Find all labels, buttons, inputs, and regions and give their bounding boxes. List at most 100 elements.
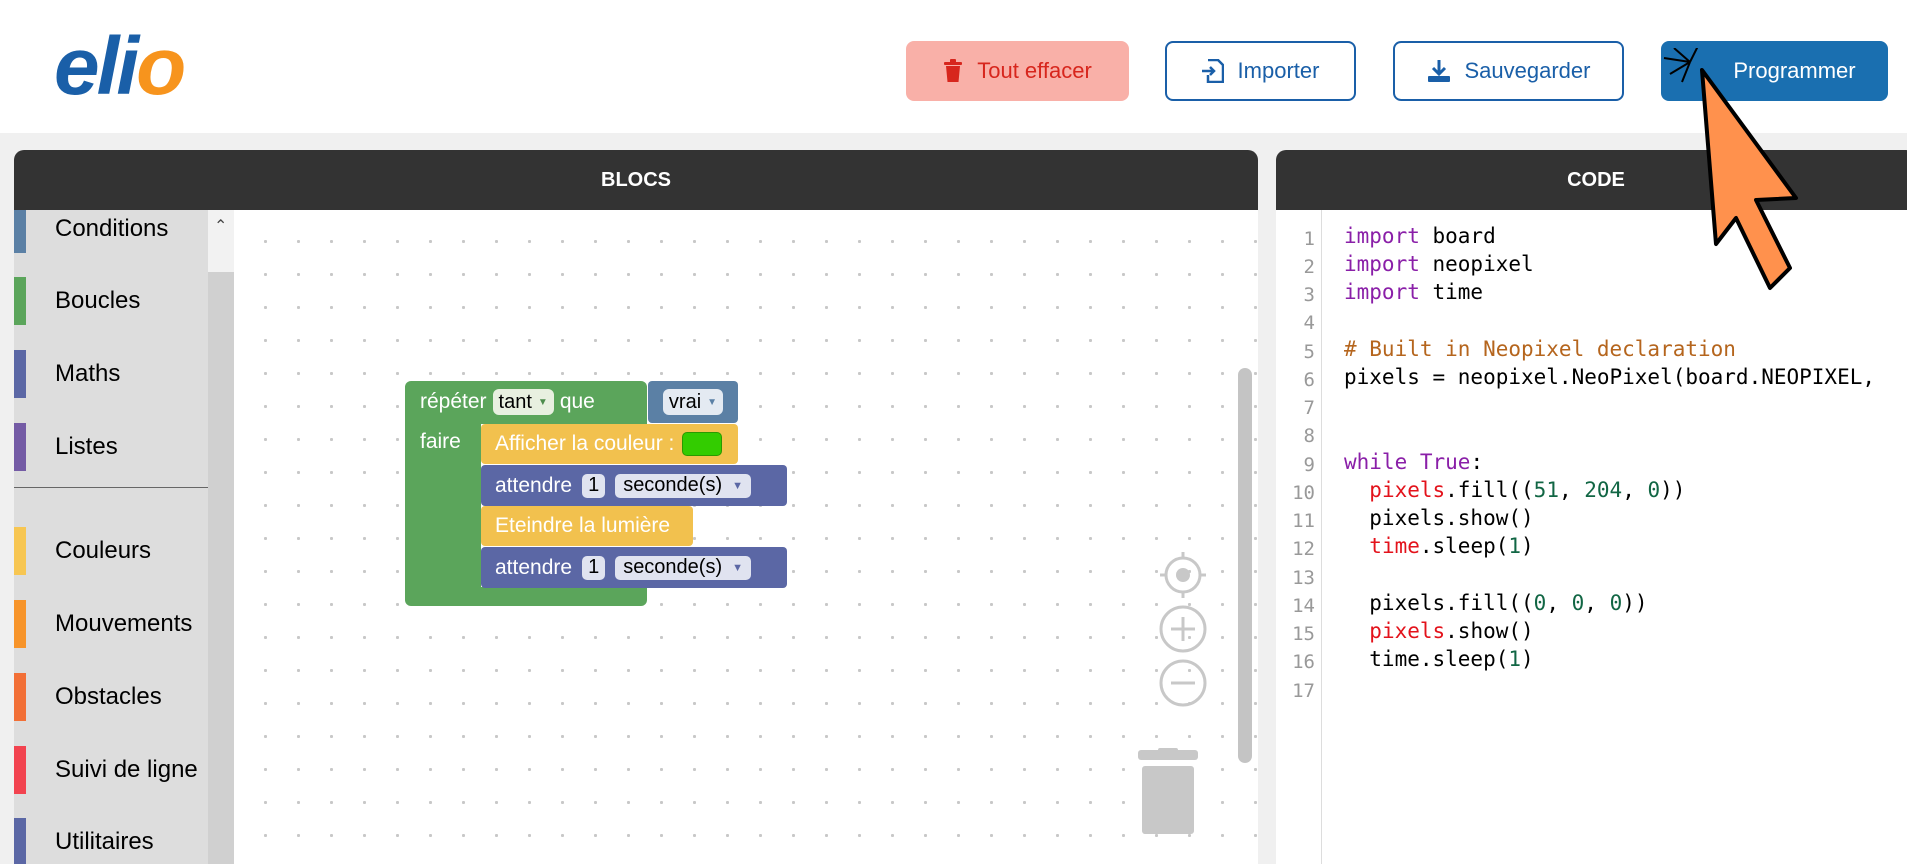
line-number: 4 [1303,312,1315,334]
category-color-bar [14,673,26,721]
wait-label: attendre [495,473,573,497]
chevron-up-icon[interactable]: ⌃ [214,218,228,235]
import-label: Importer [1237,58,1320,83]
color-swatch[interactable] [682,432,723,456]
dropdown-arrow-icon: ▼ [732,479,744,492]
do-label: faire [420,430,461,453]
category-label: Maths [55,360,121,387]
wait-duration-field[interactable]: 1 [582,473,606,498]
wait-duration-field[interactable]: 1 [582,555,606,580]
line-number: 8 [1303,425,1315,447]
block-toolbox: Conditions Boucles Maths Listes Couleurs… [14,210,208,864]
download-icon [1427,60,1450,82]
blocks-panel-header: BLOCS [14,150,1258,210]
line-number: 14 [1292,595,1315,617]
save-button[interactable]: Sauvegarder [1393,41,1624,101]
line-number: 6 [1303,369,1315,391]
category-movements[interactable]: Mouvements [14,599,208,649]
code-line: pixels.show() [1369,618,1534,643]
save-label: Sauvegarder [1464,58,1591,83]
loop-mode-dropdown[interactable]: tant ▼ [492,389,554,415]
program-label: Programmer [1733,58,1856,83]
import-button[interactable]: Importer [1165,41,1356,101]
boolean-true-block[interactable]: vrai▼ [648,381,738,423]
category-color-bar [14,350,26,398]
line-number: 17 [1292,680,1315,702]
clear-all-button[interactable]: Tout effacer [906,41,1129,101]
category-color-bar [14,527,26,575]
boolean-dropdown[interactable]: vrai▼ [662,389,724,415]
toolbox-scrollbar[interactable]: ⌃ [208,210,234,864]
category-label: Mouvements [55,610,193,637]
category-utilities[interactable]: Utilitaires [14,817,208,864]
code-line: import board [1344,224,1496,248]
code-panel-title: CODE [1567,168,1625,191]
code-line: import neopixel [1344,252,1534,277]
wait-block[interactable]: attendre 1 seconde(s) ▼ [481,465,787,506]
category-label: Listes [55,433,118,460]
category-colors[interactable]: Couleurs [14,526,208,576]
category-line-following[interactable]: Suivi de ligne [14,745,208,795]
toolbox-scroll-track [208,210,234,272]
wait-label: attendre [495,555,573,579]
category-label: Obstacles [55,683,162,710]
loop-mode-value: tant [498,390,532,413]
code-line: pixels = neopixel.NeoPixel(board.NEOPIXE… [1344,365,1876,389]
file-import-icon [1201,59,1224,83]
code-line: pixels.fill((51, 204, 0)) [1369,477,1686,502]
category-label: Conditions [55,215,169,242]
category-obstacles[interactable]: Obstacles [14,672,208,722]
category-color-bar [14,277,26,325]
category-maths[interactable]: Maths [14,349,208,399]
line-number: 10 [1292,482,1315,504]
category-loops[interactable]: Boucles [14,276,208,326]
category-color-bar [14,210,26,253]
line-number: 16 [1292,651,1315,673]
code-line: import time [1344,280,1484,305]
pointer-cursor-icon [1663,48,1798,290]
wait-unit-value: seconde(s) [623,556,723,578]
wait-block[interactable]: attendre 1 seconde(s) ▼ [481,547,787,588]
wait-unit-dropdown[interactable]: seconde(s) ▼ [615,473,752,498]
recenter-icon[interactable] [1158,550,1208,600]
dropdown-arrow-icon: ▼ [732,561,744,574]
code-line: while True: [1344,449,1484,474]
category-color-bar [14,746,26,794]
line-number: 1 [1303,228,1315,250]
category-label: Suivi de ligne [55,756,198,783]
workspace-scrollbar[interactable] [1238,368,1252,763]
line-number: 13 [1292,567,1315,589]
category-label: Boucles [55,287,141,314]
zoom-out-icon[interactable] [1158,658,1208,708]
wait-unit-value: seconde(s) [623,474,723,496]
light-off-block[interactable]: Eteindre la lumière [481,506,693,546]
line-number: 9 [1303,454,1315,476]
boolean-value: vrai [668,390,702,413]
blocks-workspace[interactable] [234,210,1258,864]
category-lists[interactable]: Listes [14,422,208,472]
line-number: 3 [1303,284,1315,306]
repeat-label: répéter [420,390,487,413]
trash-can-icon[interactable] [1136,748,1200,836]
program-button[interactable]: Programmer [1661,41,1888,101]
que-label: que [559,390,595,413]
trash-icon [944,59,963,82]
code-line: # Built in Neopixel declaration [1344,336,1736,361]
elio-logo[interactable]: elio [54,21,186,112]
zoom-in-icon[interactable] [1158,604,1208,654]
wait-unit-dropdown[interactable]: seconde(s) ▼ [615,555,752,580]
app-header: elio Tout effacer Importer Sauvegarder P… [0,0,1907,133]
toolbox-divider [14,487,208,488]
dropdown-arrow-icon: ▼ [537,396,548,408]
category-label: Utilitaires [55,828,154,855]
code-line: pixels.fill((0, 0, 0)) [1344,590,1648,615]
code-editor[interactable]: 1 2 3 4 5 6 7 8 9 10 11 12 13 14 15 16 1… [1276,210,1907,864]
repeat-block-header: répéter tant ▼ que [420,389,595,415]
category-conditions[interactable]: Conditions [14,210,208,254]
code-line: time.sleep(1) [1369,534,1534,559]
clear-all-label: Tout effacer [977,58,1092,83]
line-number: 12 [1292,538,1315,560]
code-line: pixels.show() [1344,506,1534,530]
show-color-block[interactable]: Afficher la couleur : [481,424,738,464]
line-number: 2 [1303,256,1315,278]
